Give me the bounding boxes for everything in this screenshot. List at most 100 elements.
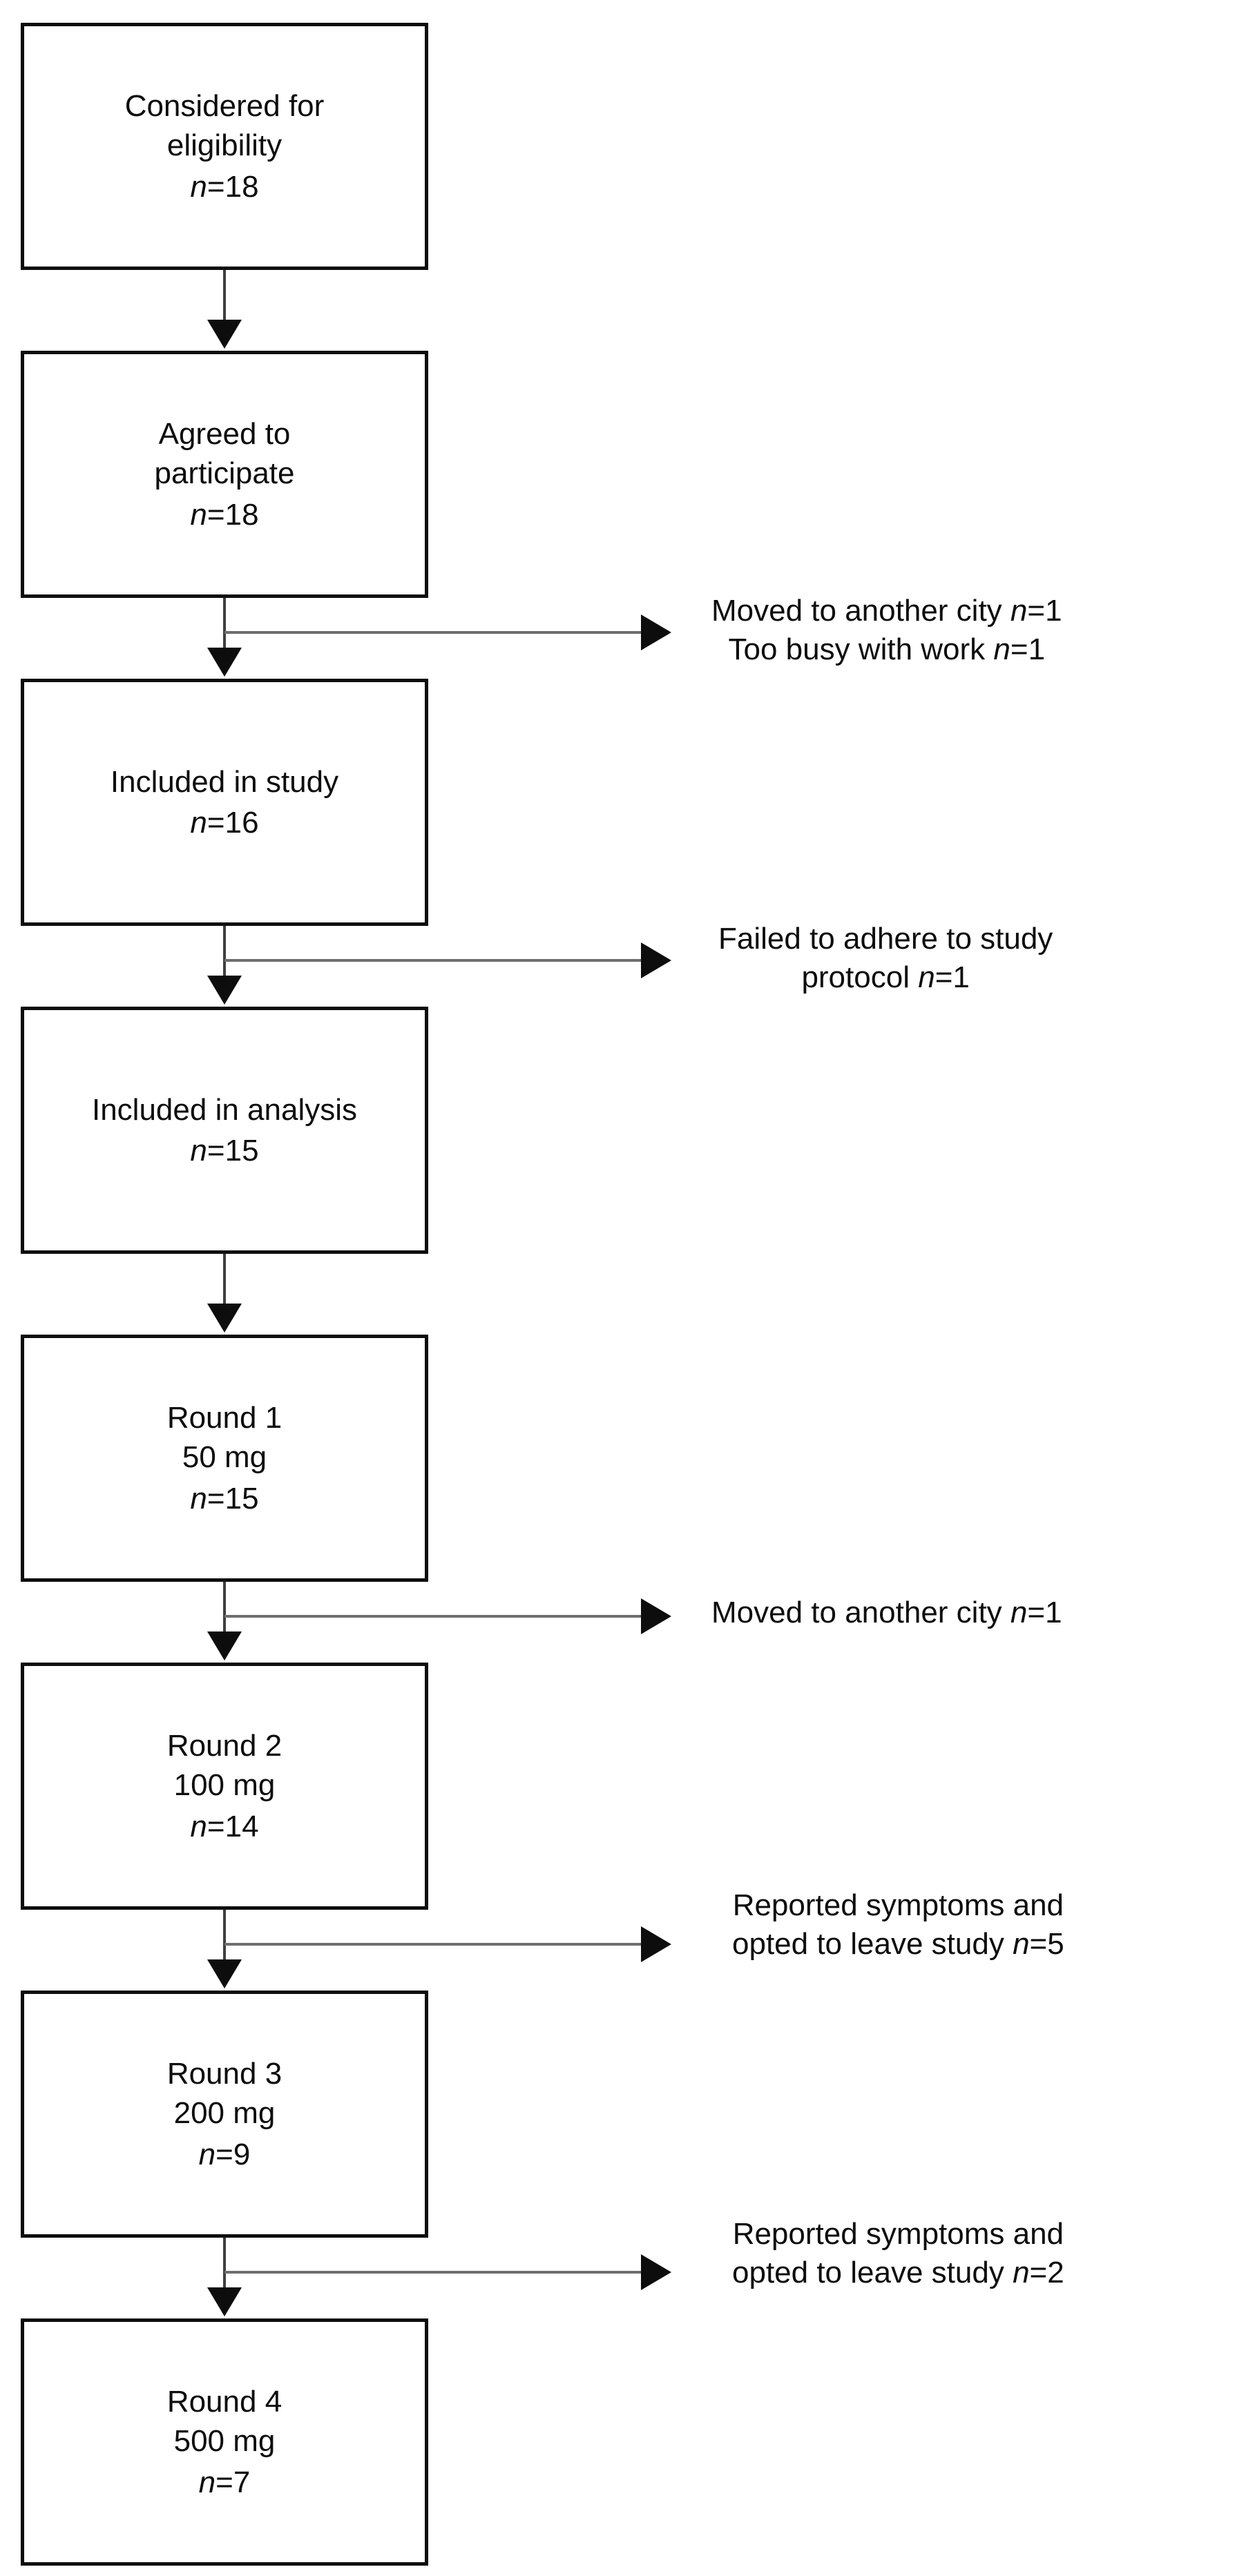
n-separator: = <box>1029 2256 1048 2290</box>
node-line: Round 3 <box>166 2057 282 2091</box>
n-value: 1 <box>1028 632 1046 667</box>
n-value: 1 <box>1045 594 1062 628</box>
n-value: 15 <box>224 1134 259 1168</box>
node-line: 100 mg <box>173 1768 276 1803</box>
exclusion-note-4: Reported symptoms and opted to leave stu… <box>732 1886 1064 1964</box>
n-value: 15 <box>224 1481 259 1515</box>
arrowhead-considered-to-agreed <box>207 320 242 349</box>
node-agreed-to-participate: Agreed to participate n=18 <box>21 351 428 598</box>
exclusion-note-line: protocol n=1 <box>718 958 1053 997</box>
node-included-in-analysis: Included in analysis n=15 <box>21 1007 428 1254</box>
branch-arrowhead-exclusion-3 <box>641 1598 671 1634</box>
exclusion-text: protocol <box>801 960 919 995</box>
n-symbol: n <box>190 1809 207 1843</box>
n-separator: = <box>215 2137 233 2171</box>
n-separator: = <box>207 169 225 204</box>
exclusion-text: Too busy with work <box>728 632 994 667</box>
exclusion-text: Moved to another city <box>711 1596 1010 1629</box>
exclusion-text: Reported symptoms and <box>732 2217 1064 2251</box>
n-separator: = <box>207 1809 225 1843</box>
node-sample-size: n=16 <box>190 803 258 842</box>
exclusion-note-line: opted to leave study n=5 <box>732 1925 1064 1964</box>
n-symbol: n <box>190 1481 207 1515</box>
exclusion-text: Failed to adhere to study <box>718 922 1053 956</box>
exclusion-note-1: Moved to another city n=1 Too busy with … <box>711 592 1062 670</box>
connector-round-2-to-round-3 <box>223 1910 226 1964</box>
arrowhead-included-study-to-analysis <box>207 976 242 1005</box>
node-round-2: Round 2 100 mg n=14 <box>21 1663 428 1910</box>
arrowhead-analysis-to-round-1 <box>207 1304 242 1333</box>
branch-line-exclusion-4 <box>224 1943 642 1946</box>
exclusion-note-line: Reported symptoms and <box>732 2215 1064 2254</box>
node-line: 50 mg <box>182 1440 267 1475</box>
node-round-3: Round 3 200 mg n=9 <box>21 1991 428 2238</box>
exclusion-note-2: Failed to adhere to study protocol n=1 <box>718 920 1053 998</box>
exclusion-note-5: Reported symptoms and opted to leave stu… <box>732 2215 1064 2293</box>
node-line: Round 1 <box>166 1401 282 1435</box>
node-line: 500 mg <box>173 2424 276 2459</box>
connector-agreed-to-included-study <box>223 598 226 652</box>
branch-line-exclusion-1 <box>224 631 642 634</box>
node-included-in-study: Included in study n=16 <box>21 679 428 926</box>
exclusion-text: Reported symptoms and <box>732 1888 1064 1922</box>
node-line: Round 2 <box>166 1729 282 1763</box>
exclusion-note-line: opted to leave study n=2 <box>732 2254 1064 2292</box>
n-value: 16 <box>224 806 259 840</box>
branch-line-exclusion-3 <box>224 1615 642 1618</box>
branch-line-exclusion-2 <box>224 959 642 962</box>
node-line: eligibility <box>166 128 282 163</box>
node-sample-size: n=7 <box>199 2463 251 2502</box>
n-value: 18 <box>224 169 259 204</box>
exclusion-text: opted to leave study <box>732 2256 1013 2290</box>
n-separator: = <box>207 1481 225 1515</box>
exclusion-note-line: Moved to another city n=1 <box>711 592 1062 630</box>
n-separator: = <box>1029 1927 1048 1962</box>
node-line: Agreed to <box>158 417 291 452</box>
branch-arrowhead-exclusion-4 <box>641 1926 671 1962</box>
n-symbol: n <box>190 169 207 204</box>
arrowhead-agreed-to-included-study <box>207 648 242 677</box>
n-symbol: n <box>918 960 935 995</box>
n-value: 9 <box>233 2137 251 2171</box>
exclusion-note-line: Failed to adhere to study <box>718 920 1053 958</box>
connector-considered-to-agreed <box>223 270 226 324</box>
n-symbol: n <box>190 497 207 532</box>
node-line: participate <box>154 456 295 491</box>
n-value: 5 <box>1047 1927 1064 1962</box>
node-line: Included in analysis <box>91 1092 357 1127</box>
n-symbol: n <box>190 1134 207 1168</box>
exclusion-text: Moved to another city <box>711 594 1010 628</box>
arrowhead-round-1-to-round-2 <box>207 1631 242 1660</box>
n-separator: = <box>207 806 225 840</box>
branch-arrowhead-exclusion-1 <box>641 614 671 650</box>
connector-round-3-to-round-4 <box>223 2238 226 2292</box>
node-line: Included in study <box>110 764 339 799</box>
n-value: 1 <box>1045 1596 1062 1629</box>
node-sample-size: n=18 <box>190 495 258 534</box>
node-line: Considered for <box>124 89 325 124</box>
n-separator: = <box>1027 1596 1046 1629</box>
n-separator: = <box>215 2465 233 2499</box>
n-symbol: n <box>198 2137 216 2171</box>
n-symbol: n <box>1013 2256 1030 2290</box>
connector-included-study-to-analysis <box>223 926 226 980</box>
n-value: 7 <box>233 2465 251 2499</box>
branch-line-exclusion-5 <box>224 2271 642 2274</box>
n-value: 18 <box>224 497 259 532</box>
node-considered-for-eligibility: Considered for eligibility n=18 <box>21 23 428 270</box>
n-separator: = <box>1010 632 1028 667</box>
arrowhead-round-3-to-round-4 <box>207 2287 242 2316</box>
n-symbol: n <box>190 806 207 840</box>
n-separator: = <box>1027 594 1046 628</box>
n-symbol: n <box>1010 1596 1028 1629</box>
node-sample-size: n=15 <box>190 1131 258 1170</box>
exclusion-note-line: Reported symptoms and <box>732 1886 1064 1925</box>
n-value: 1 <box>952 960 970 995</box>
n-separator: = <box>935 960 953 995</box>
node-round-1: Round 1 50 mg n=15 <box>21 1335 428 1582</box>
branch-arrowhead-exclusion-5 <box>641 2254 671 2290</box>
n-symbol: n <box>1013 1927 1030 1962</box>
node-line: 200 mg <box>173 2096 276 2131</box>
arrowhead-round-2-to-round-3 <box>207 1959 242 1988</box>
